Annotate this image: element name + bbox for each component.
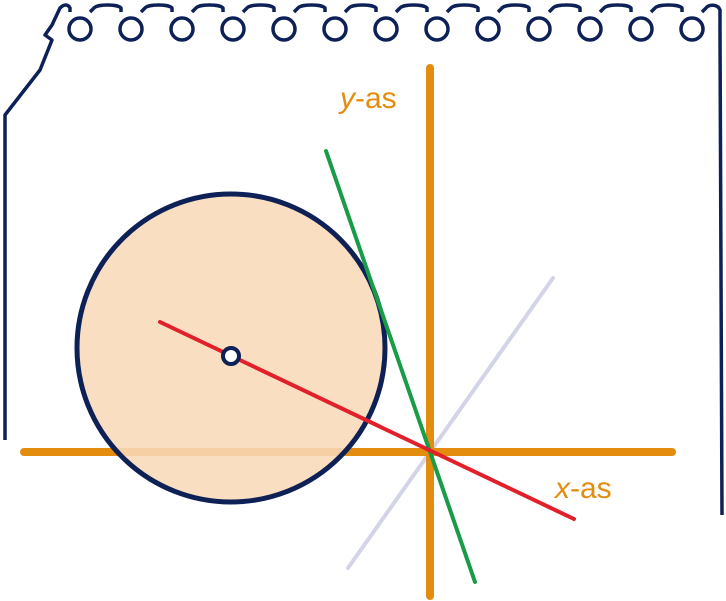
x-axis-label: x-as <box>553 472 612 505</box>
notebook-page-outline <box>3 3 724 516</box>
spiral-ring <box>475 16 501 42</box>
spiral-ring <box>118 16 144 42</box>
spiral-ring <box>220 16 246 42</box>
y-axis-label-var: y <box>338 82 357 115</box>
spiral-ring <box>322 16 348 42</box>
tangent-line <box>324 149 477 584</box>
spiral-ring <box>373 16 399 42</box>
spiral-ring <box>169 16 195 42</box>
notebook-page <box>3 3 724 516</box>
y-axis-label-suffix: -as <box>355 82 397 115</box>
spiral-ring <box>271 16 297 42</box>
spiral-ring <box>679 16 705 42</box>
spiral-ring <box>628 16 654 42</box>
bisector-line <box>346 276 555 570</box>
spiral-rings <box>67 16 705 42</box>
spiral-ring <box>577 16 603 42</box>
center-point <box>221 346 241 366</box>
spiral-ring <box>424 16 450 42</box>
spiral-ring <box>67 16 93 42</box>
x-axis-label-suffix: -as <box>570 472 612 505</box>
spiral-ring <box>526 16 552 42</box>
x-axis-label-var: x <box>553 472 571 505</box>
y-axis-label: y-as <box>338 82 397 115</box>
